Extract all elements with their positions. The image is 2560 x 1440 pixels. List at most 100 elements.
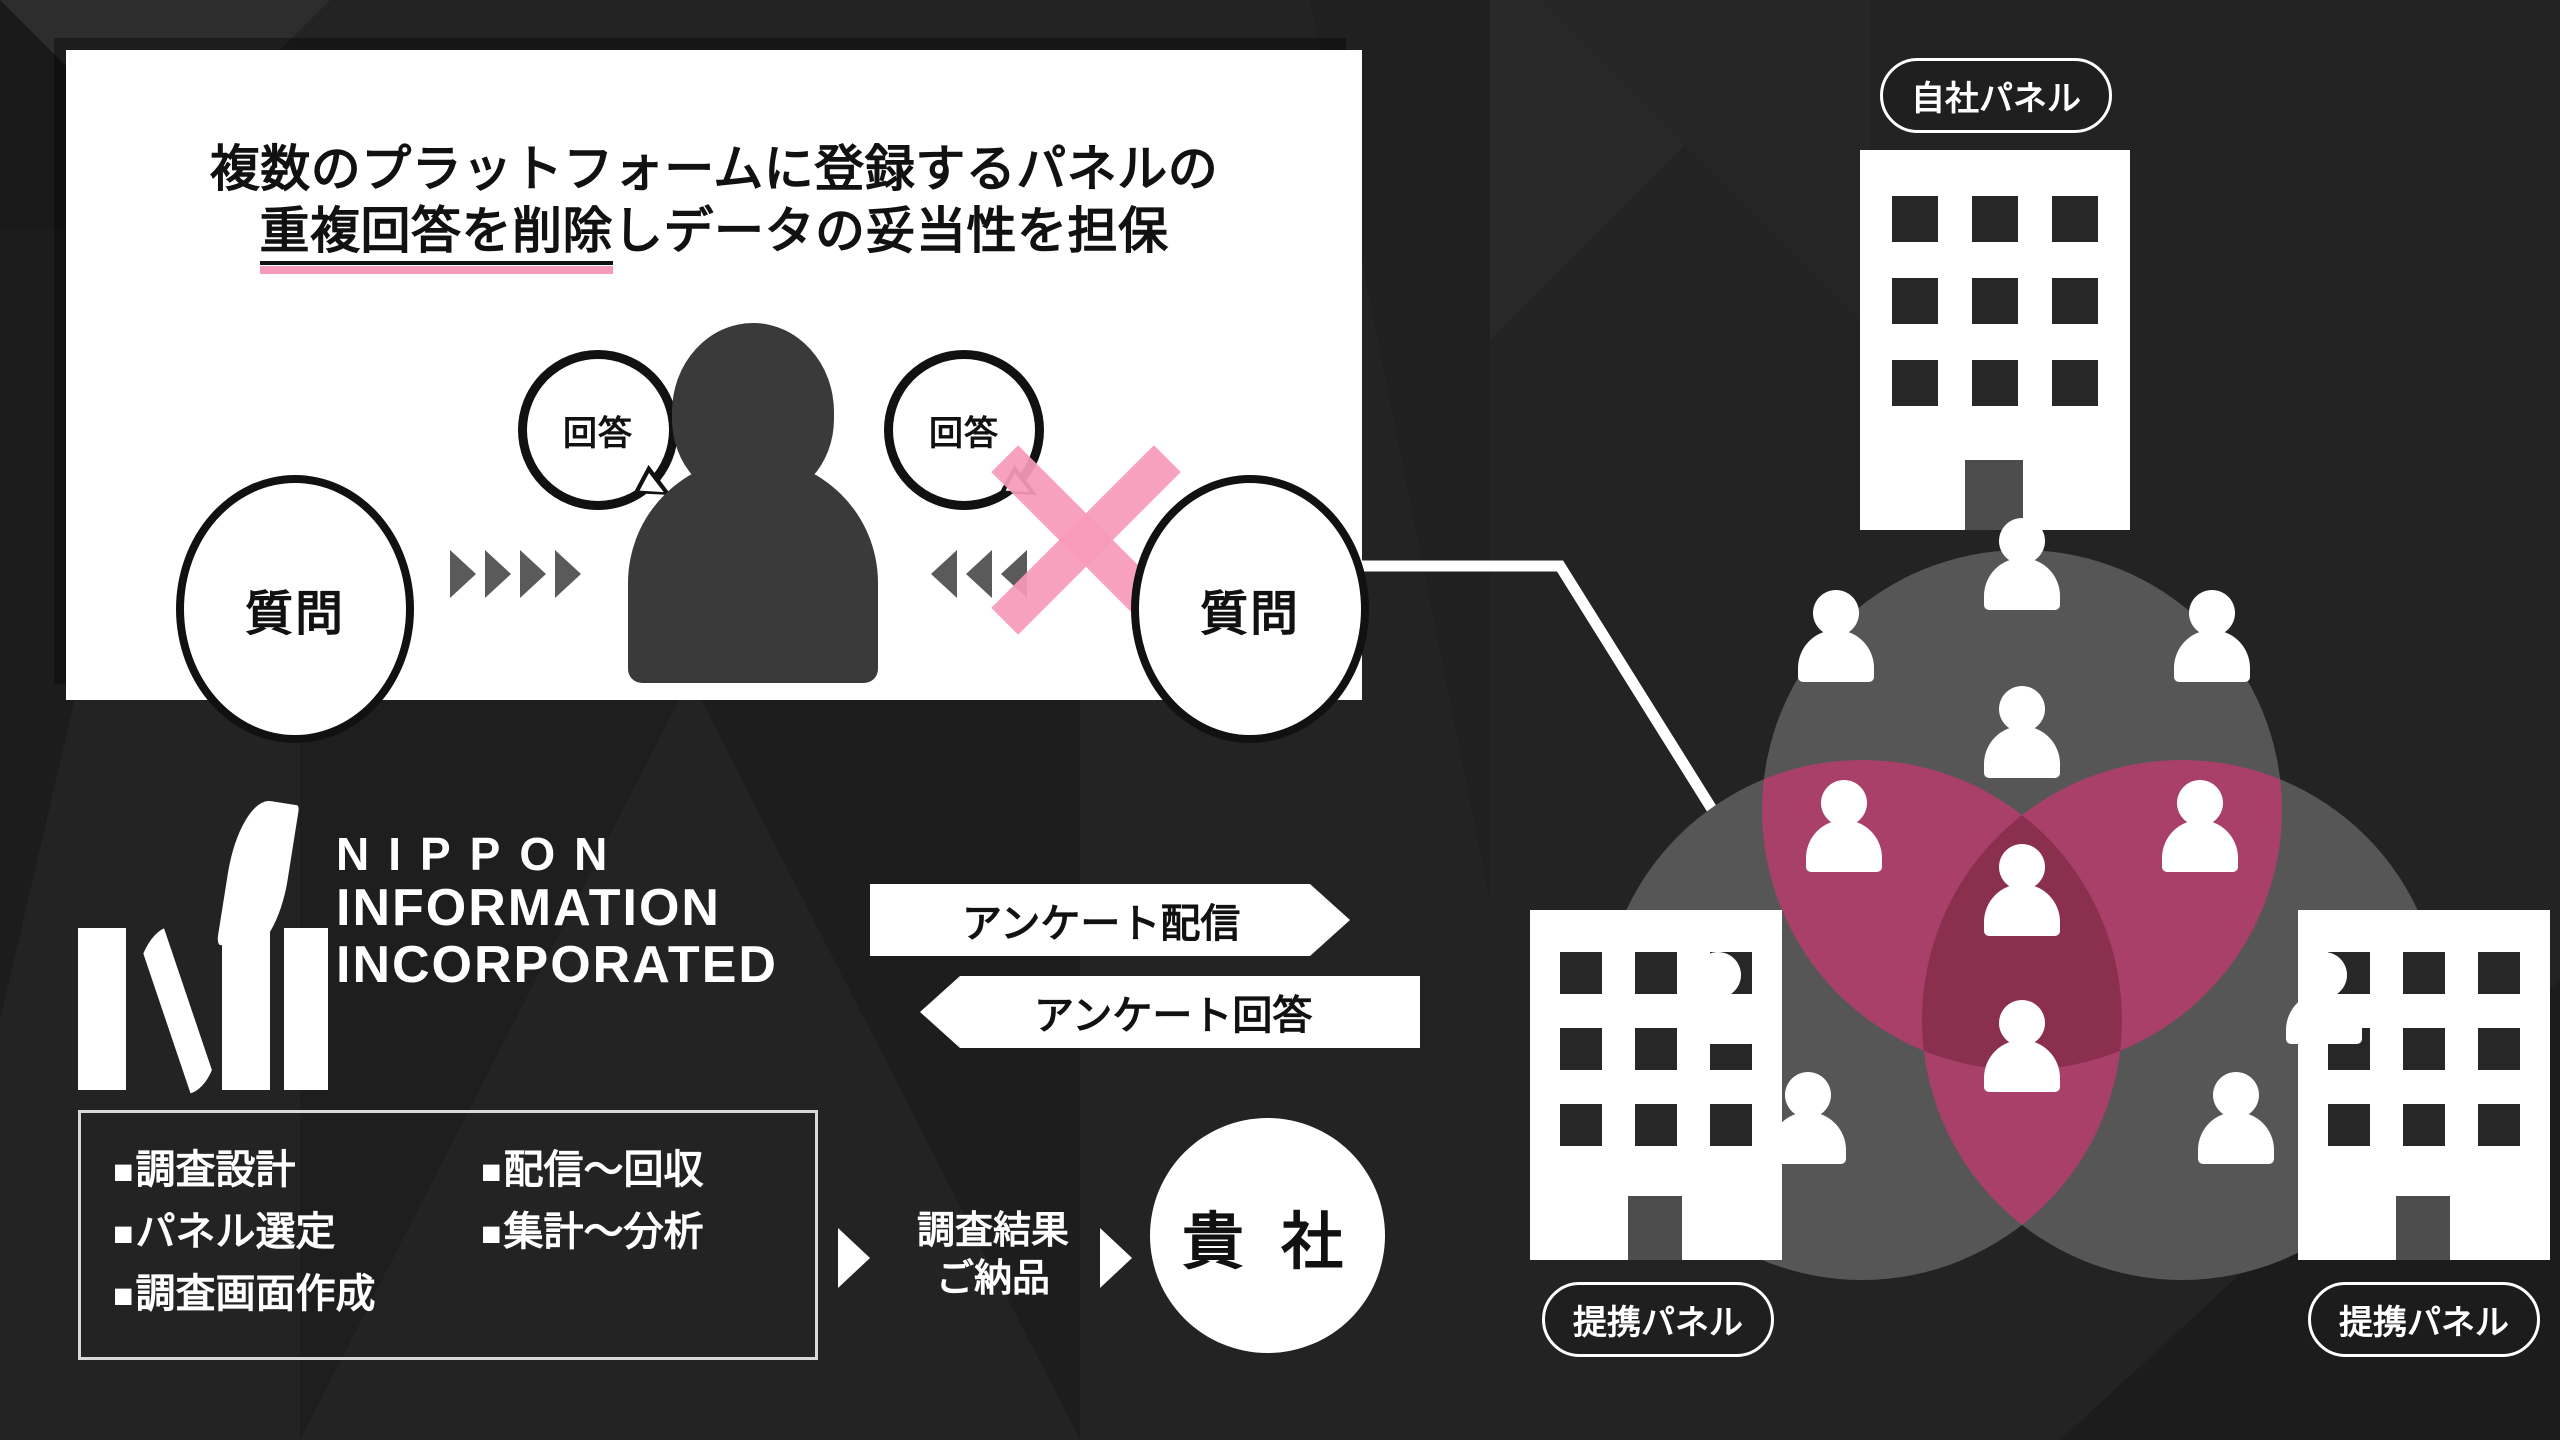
bullet-icon: ■ (481, 1153, 502, 1191)
building-window (1560, 1028, 1602, 1070)
client-label: 貴 社 (1181, 1207, 1354, 1277)
panelist-icon (1984, 686, 2060, 778)
chevron-right-icon (555, 550, 581, 598)
headline-line-2: 重複回答を削除しデータの妥当性を担保 (66, 200, 1362, 265)
service-item: ■調査設計 (113, 1139, 376, 1201)
triangle-right-icon (1100, 1228, 1132, 1288)
panelist-icon (1806, 780, 1882, 872)
building-window (1892, 360, 1938, 406)
panel-label: 提携パネル (1573, 1304, 1743, 1342)
company-logo: NIPPON INFORMATION INCORPORATED (78, 790, 838, 1094)
panelist-icon (1680, 952, 1756, 1044)
panelist-icon (1984, 1000, 2060, 1092)
answer-bubble-left: 回答 (518, 350, 679, 510)
building-window (1972, 278, 2018, 324)
service-label: 調査画面作成 (135, 1272, 376, 1316)
building-window (1892, 278, 1938, 324)
card-headline: 複数のプラットフォームに登録するパネルの 重複回答を削除しデータの妥当性を担保 (66, 138, 1362, 265)
headline-underlined: 重複回答を削除 (259, 203, 613, 265)
services-column-right: ■配信～回収 ■集計～分析 (481, 1139, 704, 1263)
chevron-left-icon (966, 550, 992, 598)
building-window (1635, 1028, 1677, 1070)
logo-bar (78, 928, 126, 1090)
panelist-icon (2174, 590, 2250, 682)
headline-line-1: 複数のプラットフォームに登録するパネルの (209, 141, 1219, 197)
label-partner-panel-left: 提携パネル (1542, 1282, 1774, 1357)
building-window (2478, 1104, 2520, 1146)
panelist-icon (2162, 780, 2238, 872)
services-column-left: ■調査設計 ■パネル選定 ■調査画面作成 (113, 1139, 376, 1325)
services-list-box: ■調査設計 ■パネル選定 ■調査画面作成 ■配信～回収 ■集計～分析 (78, 1110, 818, 1360)
answer-label: 回答 (563, 414, 633, 453)
logo-bar (284, 928, 328, 1090)
service-label: パネル選定 (135, 1210, 336, 1254)
chevron-right-icon (450, 550, 476, 598)
building-window (1635, 952, 1677, 994)
banner-label: アンケート配信 (962, 902, 1241, 946)
banner-survey-send: アンケート配信 (870, 884, 1350, 956)
panelist-icon (1798, 590, 1874, 682)
building-own-panel (1860, 150, 2130, 530)
silhouette-body (628, 458, 878, 683)
logo-line-1: NIPPON (336, 828, 627, 880)
service-label: 配信～回収 (503, 1148, 704, 1192)
service-item: ■パネル選定 (113, 1201, 376, 1263)
bg-facet (1540, 0, 1870, 330)
logo-line-3: INCORPORATED (336, 935, 778, 994)
service-item: ■調査画面作成 (113, 1263, 376, 1325)
building-door (2396, 1196, 2450, 1260)
service-item: ■配信～回収 (481, 1139, 704, 1201)
respondent-silhouette (628, 323, 878, 683)
building-window (2403, 1104, 2445, 1146)
logo-line-2: INFORMATION (336, 878, 721, 937)
panel-label: 自社パネル (1911, 80, 2081, 118)
answer-bubble-right: 回答 (884, 350, 1045, 510)
building-window (1710, 1104, 1752, 1146)
banner-label: アンケート回答 (1034, 994, 1313, 1038)
triangle-right-icon (838, 1228, 870, 1288)
chevron-left-icon (931, 550, 957, 598)
logo-wordmark: NIPPON INFORMATION INCORPORATED (336, 828, 778, 994)
logo-bar (222, 928, 270, 1090)
chevron-right-icon (520, 550, 546, 598)
question-circle-right: 質問 (1131, 475, 1369, 743)
bg-facet (300, 620, 720, 1440)
building-window (2052, 196, 2098, 242)
panelist-icon (1770, 1072, 1846, 1164)
building-window (1560, 952, 1602, 994)
building-window (2478, 952, 2520, 994)
flow-arrows-outbound (450, 550, 581, 598)
bullet-icon: ■ (113, 1215, 134, 1253)
building-window (2403, 1028, 2445, 1070)
delivery-label: 調査結果 ご納品 (888, 1208, 1098, 1304)
panelist-icon (1984, 518, 2060, 610)
bullet-icon: ■ (113, 1153, 134, 1191)
banner-survey-reply: アンケート回答 (920, 976, 1420, 1048)
building-window (2478, 1028, 2520, 1070)
panel-label: 提携パネル (2339, 1304, 2509, 1342)
bullet-icon: ■ (113, 1277, 134, 1315)
bullet-icon: ■ (481, 1215, 502, 1253)
label-partner-panel-right: 提携パネル (2308, 1282, 2540, 1357)
answer-label: 回答 (929, 414, 999, 453)
building-window (1892, 196, 1938, 242)
delivery-line-1: 調査結果 (916, 1210, 1069, 1252)
building-window (2328, 1104, 2370, 1146)
building-window (1635, 1104, 1677, 1146)
service-item: ■集計～分析 (481, 1201, 704, 1263)
venn-overlap-triple (1922, 760, 2122, 1070)
delivery-line-2: ご納品 (935, 1257, 1050, 1300)
duplicate-removal-card: 複数のプラットフォームに登録するパネルの 重複回答を削除しデータの妥当性を担保 … (66, 50, 1369, 743)
building-door (1628, 1196, 1682, 1260)
ni-monogram-icon (78, 790, 328, 1094)
question-label: 質問 (244, 588, 345, 641)
headline-tail: しデータの妥当性を担保 (613, 203, 1169, 259)
delivery-flow: 調査結果 ご納品 (838, 1180, 1418, 1340)
question-circle-left: 質問 (176, 475, 414, 743)
building-window (2403, 952, 2445, 994)
question-label: 質問 (1199, 588, 1300, 641)
panelist-icon-duplicate (1984, 844, 2060, 936)
service-label: 集計～分析 (503, 1210, 704, 1254)
building-window (1972, 360, 2018, 406)
